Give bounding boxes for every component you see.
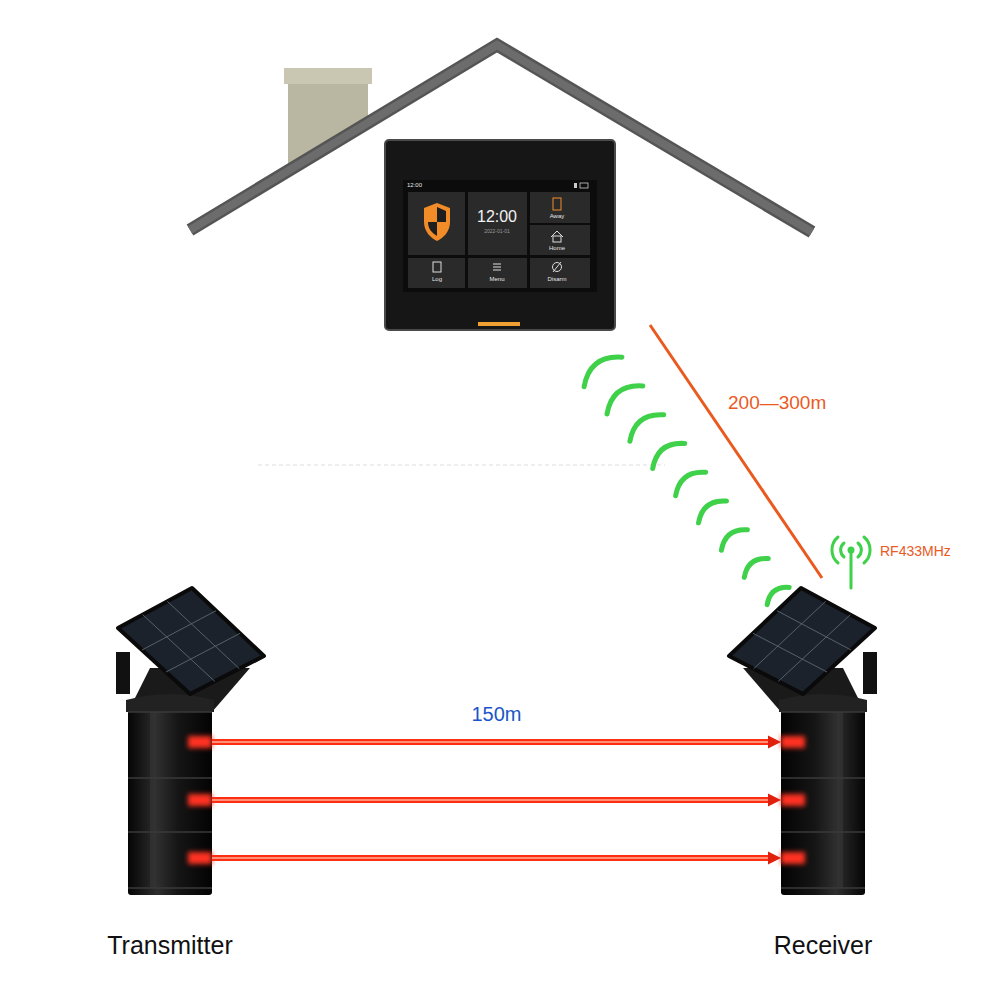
menu-icon (493, 264, 501, 265)
home-tile (530, 225, 590, 255)
log-button-label: Log (432, 276, 442, 282)
infrared-beam (212, 794, 781, 807)
away-button-label: Away (550, 213, 565, 219)
beam-highlight (212, 741, 771, 743)
alarm-panel-frame (385, 140, 615, 330)
menu-tile (468, 258, 527, 288)
menu-icon (493, 270, 501, 271)
log-tile (408, 258, 465, 288)
range-dimension: 200—300m (728, 393, 826, 412)
radio-wave (630, 415, 664, 442)
device-label: Transmitter (107, 933, 232, 958)
status-battery-icon (580, 183, 588, 188)
faint-dotted-line (258, 465, 665, 466)
beam-arrowhead (768, 794, 781, 807)
beam-core (212, 797, 771, 803)
antenna-arc (858, 543, 861, 557)
status-signal-icon (574, 183, 577, 188)
home-button-label: Home (549, 245, 565, 251)
beam-core (212, 739, 771, 745)
radio-wave (676, 472, 706, 496)
radio-wave (721, 530, 747, 550)
shield-quadrant (437, 207, 446, 222)
disarm-button-label: Disarm (548, 276, 567, 282)
disarm-tile (530, 258, 590, 288)
beam-arrowhead (768, 736, 781, 749)
range-dimension-line (650, 325, 822, 578)
alarm-screen (403, 180, 597, 292)
radio-wave (699, 501, 727, 523)
beam-glow (212, 735, 771, 749)
beam-glow (212, 793, 771, 807)
away-icon (553, 198, 561, 210)
chimney-cap (284, 68, 372, 84)
beam-arrowhead (768, 852, 781, 865)
disarm-icon (553, 263, 562, 272)
antenna-tip (848, 547, 855, 554)
away-tile (530, 192, 590, 223)
antenna-mast (850, 552, 853, 588)
antenna-icon (832, 537, 870, 588)
beam-core (212, 855, 771, 861)
menu-icon (493, 267, 501, 268)
distance-label: 150m (471, 704, 521, 724)
clock-date: 2022-01-01 (484, 229, 510, 234)
antenna-arc (832, 537, 838, 563)
device-label: Receiver (774, 933, 873, 958)
antenna-arc (864, 537, 870, 563)
radio-wave (607, 386, 643, 414)
transmitter-unit: Transmitter (128, 690, 212, 895)
status-time: 12:00 (407, 182, 422, 188)
beam-glow (212, 851, 771, 865)
clock-time: 12:00 (477, 209, 517, 225)
infrared-beam (212, 736, 781, 749)
infrared-beam (212, 852, 781, 865)
shield-icon (424, 203, 450, 241)
frequency-label: RF433MHz (880, 544, 951, 558)
menu-button-label: Menu (489, 276, 504, 282)
clock-tile (468, 192, 527, 255)
disarm-icon (553, 262, 561, 272)
shield-quadrant (428, 222, 437, 236)
radio-wave (584, 357, 622, 387)
radio-wave (744, 559, 768, 578)
log-icon (433, 262, 441, 272)
beam-highlight (212, 857, 771, 859)
alarm-panel: 12:00 12:00 2022-01-01 AwayHomeLog Menu Disar… (385, 140, 615, 330)
panel-indicator (478, 322, 520, 326)
beam-highlight (212, 799, 771, 801)
receiver-unit: Receiver (781, 690, 865, 895)
radio-wave (653, 443, 685, 468)
status-tile (408, 192, 465, 255)
home-icon (553, 236, 561, 242)
antenna-arc (841, 543, 844, 557)
